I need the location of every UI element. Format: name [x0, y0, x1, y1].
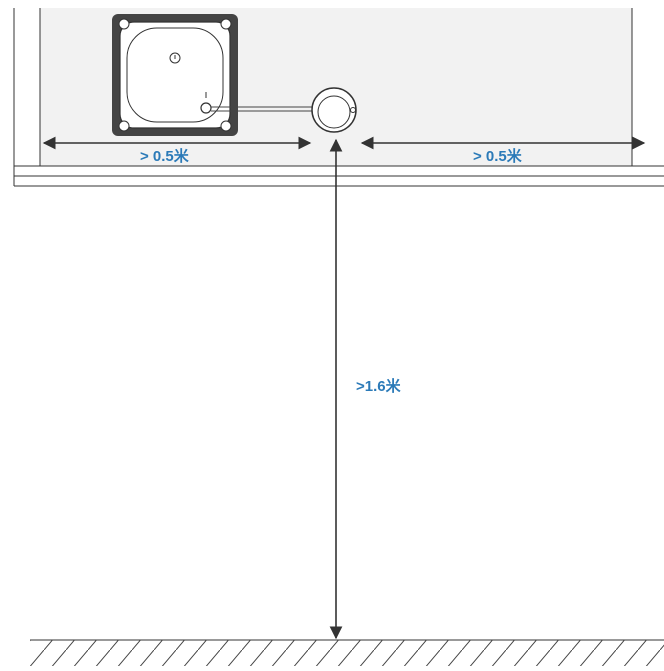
left-gap-label: > 0.5米	[140, 148, 189, 165]
window-cleaning-robot-icon	[112, 14, 238, 136]
safety-cord	[211, 106, 314, 112]
safety-cord-reel-icon	[311, 87, 357, 133]
height-label: >1.6米	[356, 378, 401, 395]
floor	[30, 639, 664, 666]
right-gap-label: > 0.5米	[473, 148, 522, 165]
